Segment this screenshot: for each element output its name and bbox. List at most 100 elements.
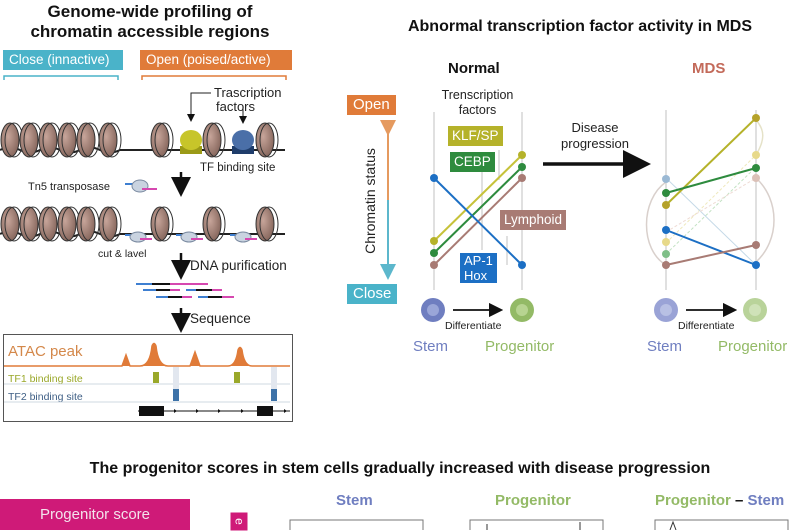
disease-line1: Disease [571, 120, 619, 135]
gene-model [138, 406, 290, 416]
atac-peak-label: ATAC peak [8, 343, 83, 360]
tf1-binding-label: TF1 binding site [8, 373, 83, 385]
line-ap1-mds [665, 229, 757, 266]
nucleosome [202, 122, 226, 158]
mds-guides [645, 110, 775, 290]
tf-label-line1: Trascription [214, 85, 282, 100]
plot-tick [669, 520, 677, 530]
close-inactive-tag: Close (innactive) [3, 50, 123, 70]
mds-title: MDS [692, 60, 726, 77]
diff-plot-box [654, 519, 789, 530]
line-cebp [433, 166, 523, 254]
tf2-binding-label: TF2 binding site [8, 391, 83, 403]
normal-progenitor-cell [510, 298, 534, 322]
left-title-line2: chromatin accessible regions [30, 22, 270, 41]
dna-fragments [136, 283, 234, 298]
tag-cebp: CEBP [450, 152, 495, 172]
tf-header: Trenscription factors [430, 88, 525, 118]
tag-lymphoid: Lymphoid [500, 210, 567, 230]
tf1-sites [153, 372, 240, 383]
tf-label: Trascription factors [214, 86, 281, 114]
nucleosome [76, 122, 100, 158]
col-progenitor-label: Progenitor [495, 492, 571, 509]
tn5-icon [125, 179, 157, 193]
col-diff-a: Progenitor [655, 492, 731, 509]
progenitor-score-tag: Progenitor score [0, 499, 190, 530]
stem-plot-box [289, 519, 424, 530]
tf-blue [232, 130, 254, 154]
normal-tf-dots [430, 151, 526, 269]
tf2-sites [173, 367, 277, 401]
tag-ap1-hox: AP-1 Hox [460, 253, 497, 283]
left-panel-title: Genome-wide profiling of chromatin acces… [0, 2, 300, 42]
tn5-bound [125, 231, 152, 243]
mds-stem-cell [654, 298, 678, 322]
nucleosome [98, 122, 122, 158]
normal-tf-lines [433, 154, 523, 266]
nucleosome [150, 122, 174, 158]
normal-title: Normal [448, 60, 500, 77]
tf-header-line1: Trenscription [441, 88, 514, 102]
left-title-line1: Genome-wide profiling of [47, 2, 253, 21]
progenitor-plot-box [469, 519, 604, 530]
col-diff-label: Progenitor – Stem [655, 492, 784, 509]
mds-tf-dots [662, 114, 760, 269]
open-tag: Open [347, 95, 396, 115]
cut-label: cut & lavel [98, 248, 147, 260]
col-stem-label: Stem [336, 492, 373, 509]
genome-track-box [3, 334, 293, 422]
chromatin-row-1 [0, 92, 285, 158]
disease-progression-label: Disease progression [555, 120, 635, 152]
normal-progenitor-label: Progenitor [485, 338, 555, 355]
mds-progenitor-label: Progenitor [718, 338, 788, 355]
col-diff-sep: – [730, 492, 748, 509]
nucleosome [255, 206, 279, 242]
nucleosome [255, 122, 279, 158]
normal-stem-cell [421, 298, 445, 322]
tn5-bound [230, 231, 257, 243]
nucleosome [19, 206, 43, 242]
close-tag: Close [347, 284, 398, 304]
close-bracket [3, 75, 119, 80]
side-tag: e [230, 512, 248, 531]
line-ap1 [433, 177, 523, 266]
nucleosome [19, 122, 43, 158]
chromatin-row-2 [0, 206, 285, 243]
tf-pointer-arrows [187, 92, 247, 124]
mds-progenitor-cell [743, 298, 767, 322]
nucleosome [0, 122, 24, 158]
tag-ap1-line2: Hox [464, 268, 488, 283]
mds-tf-lines [665, 117, 757, 266]
dna-purification-step: DNA purification [190, 258, 287, 273]
nucleosome [38, 122, 62, 158]
line-lymphoid-mds [665, 244, 757, 266]
nucleosome [76, 206, 100, 242]
tn5-label: Tn5 transposase [28, 181, 110, 193]
tf-yellow [180, 130, 202, 154]
tf-header-line2: factors [458, 103, 497, 117]
tag-ap1-line1: AP-1 [464, 253, 493, 268]
disease-line2: progression [561, 136, 629, 151]
mds-stem-label: Stem [647, 338, 683, 355]
tf-binding-site-label: TF binding site [200, 162, 276, 174]
chromatin-status-label: Chromatin status [362, 148, 378, 254]
col-diff-b: Stem [747, 492, 785, 509]
nucleosome [98, 206, 122, 242]
tf-label-line2: factors [216, 99, 256, 114]
normal-stem-label: Stem [413, 338, 449, 355]
nucleosome [150, 206, 174, 242]
atac-peaks [4, 342, 290, 367]
open-bracket [141, 75, 287, 80]
open-active-tag: Open (poised/active) [140, 50, 292, 70]
bottom-panel-title: The progenitor scores in stem cells grad… [89, 460, 711, 477]
tn5-bound [176, 231, 203, 243]
normal-differentiate-label: Differentiate [445, 320, 502, 332]
nucleosome [38, 206, 62, 242]
nucleosome [202, 206, 226, 242]
nucleosome [0, 206, 24, 242]
sequence-step: Sequence [190, 311, 251, 326]
right-panel-title: Abnormal transcription factor activity i… [407, 18, 753, 35]
line-klf [433, 154, 523, 242]
line-cebp-mds [665, 167, 757, 194]
